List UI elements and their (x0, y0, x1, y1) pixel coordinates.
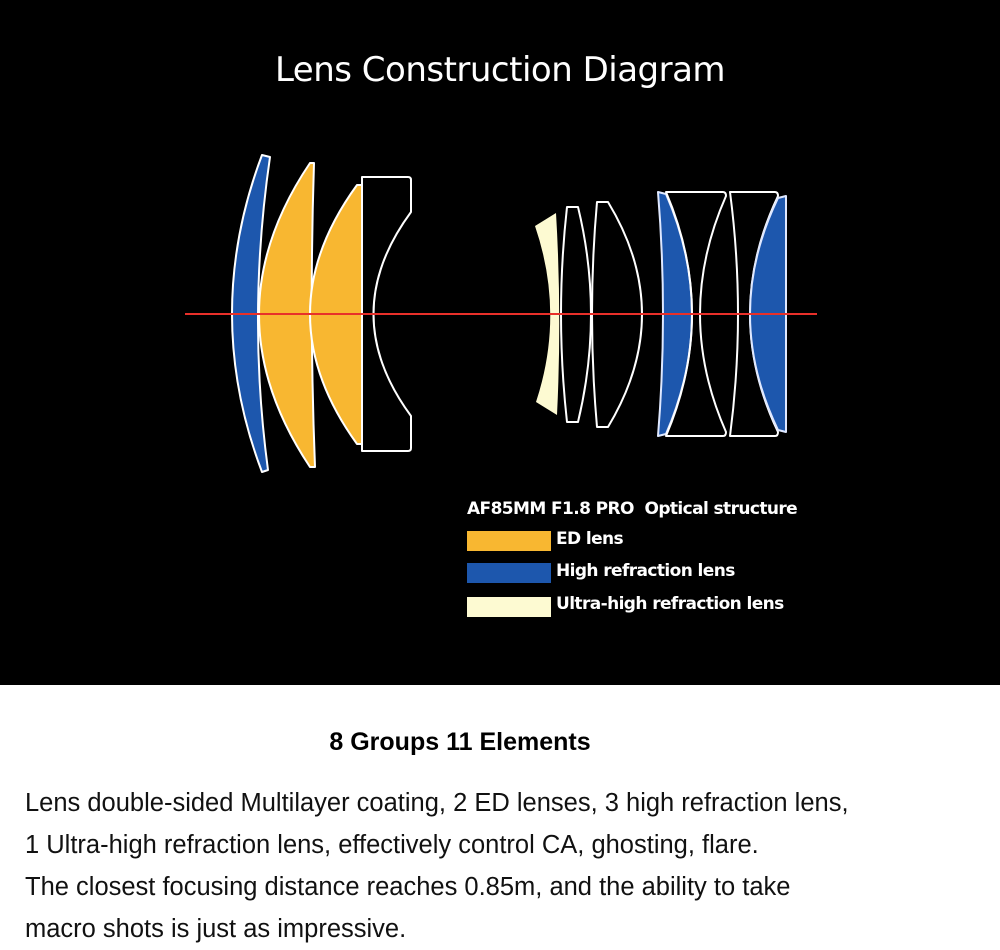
description: Lens double-sided Multilayer coating, 2 … (25, 782, 995, 950)
legend-label-ed: ED lens (556, 529, 624, 549)
legend-title: AF85MM F1.8 PRO Optical structure (467, 499, 798, 519)
lens-element-5-ultra-high-refraction (535, 213, 560, 415)
legend-swatch-ed (467, 531, 551, 551)
lens-diagram (185, 154, 817, 473)
description-line: macro shots is just as impressive. (25, 915, 407, 943)
description-line: Lens double-sided Multilayer coating, 2 … (25, 789, 849, 817)
lens-element-9 (665, 191, 727, 437)
legend-swatch-ultra-high-refraction (467, 597, 551, 617)
description-line: 1 Ultra-high refraction lens, effectivel… (25, 831, 759, 859)
lens-element-4 (361, 176, 412, 452)
legend-label-high-refraction: High refraction lens (556, 561, 735, 581)
description-line: The closest focusing distance reaches 0.… (25, 873, 791, 901)
lens-element-10 (729, 191, 779, 437)
diagram-panel: Lens Construction Diagram (0, 0, 1000, 685)
lens-element-6 (560, 206, 592, 423)
legend-label-ultra-high-refraction: Ultra-high refraction lens (556, 594, 784, 614)
legend-swatch-high-refraction (467, 563, 551, 583)
diagram-title: Lens Construction Diagram (274, 50, 726, 90)
lens-element-7 (591, 201, 643, 428)
groups-elements-summary: 8 Groups 11 Elements (329, 728, 591, 756)
